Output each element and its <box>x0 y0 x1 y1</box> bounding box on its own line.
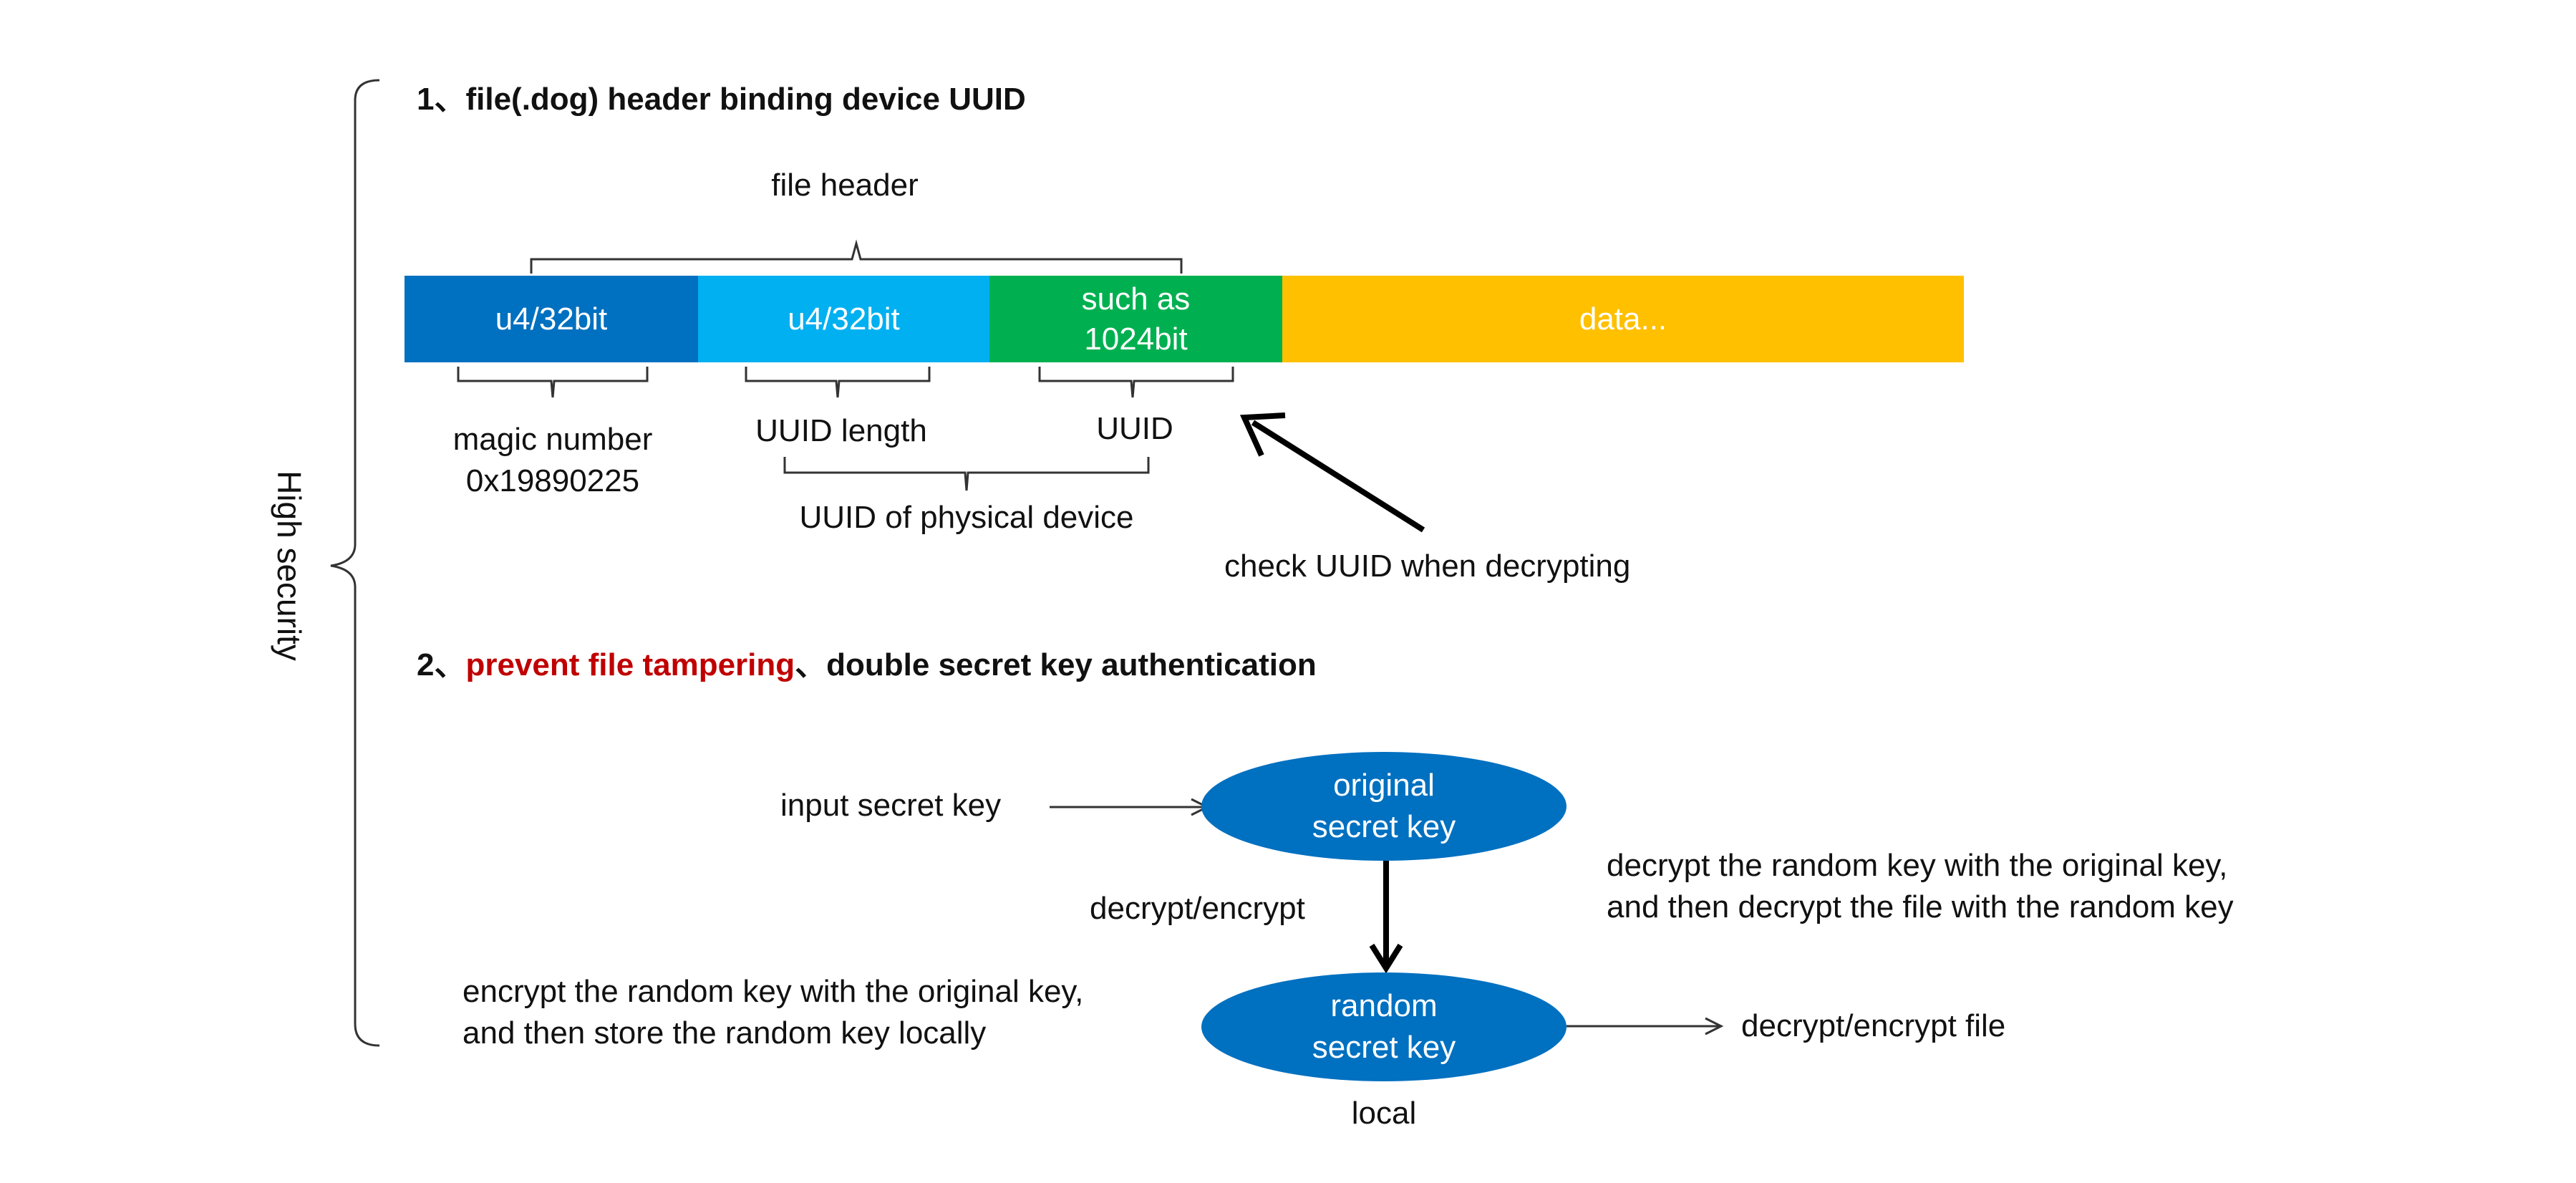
magic-number-line1: magic number <box>452 422 653 457</box>
local-label: local <box>1351 1096 1417 1131</box>
right-note: decrypt the random key with the original… <box>1607 845 2234 928</box>
original-secret-key-ellipse: original secret key <box>1201 752 1567 861</box>
random-secret-key-ellipse: random secret key <box>1201 972 1567 1081</box>
section1-title: 1、file(.dog) header binding device UUID <box>417 82 1026 117</box>
original-line1: original <box>1333 768 1435 803</box>
section2-title-prefix: 2、 <box>417 647 466 682</box>
section2-title-sep: 、 <box>795 647 827 682</box>
random-line2: secret key <box>1312 1030 1456 1065</box>
file-header-label: file header <box>771 168 919 203</box>
left-note-line1: encrypt the random key with the original… <box>463 974 1084 1009</box>
file-header-brace <box>530 239 1183 274</box>
segment-uuid: such as 1024bit <box>989 276 1282 362</box>
check-uuid-label: check UUID when decrypting <box>1224 549 1631 584</box>
file-arrow-head <box>1705 1017 1724 1035</box>
uuid-length-label: UUID length <box>755 413 927 448</box>
right-note-line2: and then decrypt the file with the rando… <box>1607 889 2234 924</box>
segment-uuid-length: u4/32bit <box>698 276 989 362</box>
uuid-length-brace <box>745 367 931 398</box>
decrypt-arrow-head <box>1369 943 1403 974</box>
uuid-physical-brace <box>783 457 1150 491</box>
segment-magic: u4/32bit <box>405 276 698 362</box>
magic-number-line2: 0x19890225 <box>465 463 640 498</box>
left-note-line2: and then store the random key locally <box>463 1015 987 1051</box>
check-arrow-head <box>1239 412 1286 457</box>
segment-data: data... <box>1282 276 1964 362</box>
segment-data-label: data... <box>1579 301 1667 337</box>
uuid-physical-label: UUID of physical device <box>799 500 1134 535</box>
random-line1: random <box>1330 988 1438 1023</box>
uuid-brace <box>1038 367 1234 398</box>
segment-uuid-line1: such as <box>1081 281 1191 317</box>
high-security-brace <box>330 79 380 1047</box>
left-note: encrypt the random key with the original… <box>463 971 1083 1054</box>
section2-title-red: prevent file tampering <box>465 647 795 682</box>
check-arrow-line <box>1251 420 1425 533</box>
decrypt-encrypt-label: decrypt/encrypt <box>1090 891 1305 926</box>
section2-title-rest: double secret key authentication <box>826 647 1317 682</box>
original-line2: secret key <box>1312 809 1456 844</box>
right-note-line1: decrypt the random key with the original… <box>1607 848 2228 883</box>
segment-uuid-length-label: u4/32bit <box>788 301 900 337</box>
section2-title: 2、prevent file tampering、double secret k… <box>417 644 1317 686</box>
decrypt-encrypt-file-label: decrypt/encrypt file <box>1741 1008 2006 1043</box>
input-secret-key-label: input secret key <box>780 788 1002 823</box>
segment-uuid-line2: 1024bit <box>1084 321 1188 357</box>
uuid-label: UUID <box>1096 411 1173 446</box>
magic-number-label: magic number 0x19890225 <box>410 419 696 502</box>
segment-magic-label: u4/32bit <box>495 301 608 337</box>
magic-number-brace <box>457 367 649 398</box>
high-security-label: High security <box>271 470 308 661</box>
